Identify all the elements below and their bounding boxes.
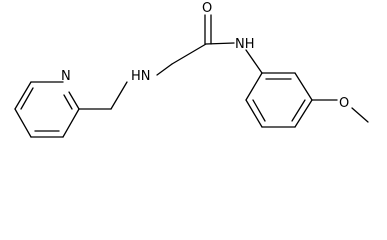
pyridine-ring [14, 81, 80, 138]
bond [14, 108, 32, 138]
bond [245, 49, 263, 74]
double-bond [20, 87, 34, 110]
methoxy-group [311, 99, 369, 123]
bond [14, 81, 32, 110]
bond [110, 81, 128, 110]
bond [171, 43, 207, 65]
double-bond [63, 94, 73, 110]
double-bond [291, 99, 306, 122]
bond [156, 63, 173, 76]
carbonyl-oxygen-label: O [202, 1, 212, 16]
linker-chain [78, 14, 263, 110]
bond [62, 108, 80, 138]
amide-nitrogen-label: NH [235, 37, 255, 52]
double-bond [252, 99, 266, 122]
methoxyphenyl-ring [245, 72, 313, 128]
bond [205, 42, 235, 45]
structure-drawing: N HN O NH O [14, 1, 369, 138]
bond [245, 72, 263, 101]
pyridine-nitrogen-label: N [61, 69, 71, 84]
methoxy-oxygen-label: O [339, 96, 349, 111]
bond [294, 99, 313, 128]
bond [294, 72, 313, 101]
bond [68, 91, 80, 110]
amine-nitrogen-label: HN [131, 69, 151, 84]
bond [245, 99, 263, 128]
bond [351, 107, 369, 123]
